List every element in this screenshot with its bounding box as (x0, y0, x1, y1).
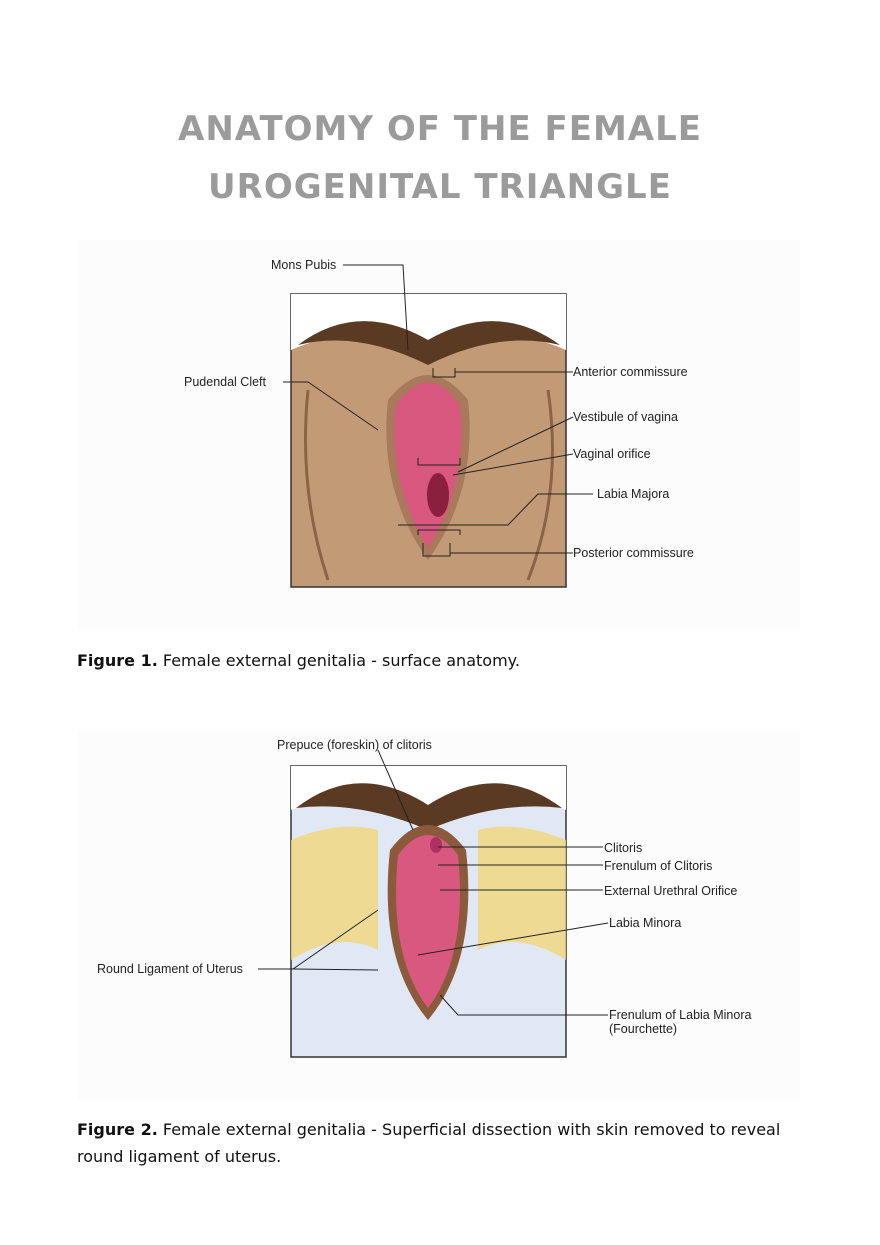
label-labia-majora: Labia Majora (597, 487, 670, 501)
label-labia-minora: Labia Minora (609, 916, 682, 930)
figure-2-illustration (258, 749, 609, 1058)
figure-1-illustration (283, 264, 593, 588)
label-anterior-commissure: Anterior commissure (573, 365, 688, 379)
label-fourchette: (Fourchette) (609, 1022, 678, 1036)
label-mons-pubis: Mons Pubis (271, 258, 337, 272)
figure-1: Mons Pubis Pudendal Cleft Anterior commi… (78, 240, 800, 630)
title-line-1: ANATOMY OF THE FEMALE (178, 109, 702, 149)
figure-2: Prepuce (foreskin) of clitoris Clitoris … (78, 730, 800, 1100)
title-line-2: UROGENITAL TRIANGLE (208, 167, 672, 207)
label-vaginal-orifice: Vaginal orifice (573, 447, 651, 461)
label-posterior-commissure: Posterior commissure (573, 546, 694, 560)
label-pudendal-cleft: Pudendal Cleft (184, 375, 267, 389)
page-title: ANATOMY OF THE FEMALE UROGENITAL TRIANGL… (0, 100, 880, 216)
label-frenulum-labia: Frenulum of Labia Minora (609, 1008, 752, 1022)
label-urethral-orifice: External Urethral Orifice (604, 884, 738, 898)
caption-text: Female external genitalia - Superficial … (77, 1120, 781, 1166)
label-round-ligament: Round Ligament of Uterus (97, 962, 243, 976)
caption-text: Female external genitalia - surface anat… (157, 651, 520, 670)
figure-2-caption: Figure 2. Female external genitalia - Su… (77, 1116, 797, 1170)
label-frenulum-clitoris: Frenulum of Clitoris (604, 859, 713, 873)
figure-1-caption: Figure 1. Female external genitalia - su… (77, 647, 797, 674)
label-vestibule: Vestibule of vagina (573, 410, 678, 424)
label-clitoris: Clitoris (604, 841, 643, 855)
caption-label: Figure 1. (77, 651, 158, 670)
label-prepuce: Prepuce (foreskin) of clitoris (277, 738, 432, 752)
caption-label: Figure 2. (77, 1120, 158, 1139)
